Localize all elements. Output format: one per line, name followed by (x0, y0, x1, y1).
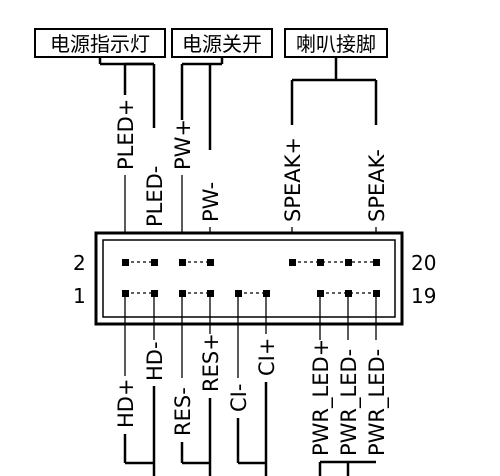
speak-plus-label: SPEAK+ (281, 137, 305, 222)
header-outer-frame (94, 231, 404, 326)
power-switch-label: 电源关开 (182, 32, 262, 56)
pled-plus-label: PLED+ (114, 99, 138, 170)
row-number-bottom-right: 19 (411, 284, 436, 308)
pwr-led-minus-label-2: PWR_LED- (365, 349, 390, 456)
top-bracket-lines (98, 57, 378, 150)
pwr-led-plus-label: PWR_LED+ (309, 339, 334, 456)
power-led-label: 电源指示灯 (50, 32, 150, 56)
row-number-bottom-left: 1 (73, 284, 86, 308)
pin (373, 259, 380, 266)
res-plus-label: RES+ (199, 333, 223, 392)
row-number-top-left: 2 (73, 251, 86, 275)
pled-minus-label: PLED- (143, 166, 167, 227)
pin (289, 259, 296, 266)
ci-plus-label: CI+ (255, 338, 279, 376)
pin (207, 259, 214, 266)
pw-plus-label: PW+ (171, 119, 195, 170)
header-inner-frame (102, 239, 396, 318)
pin (122, 259, 129, 266)
speak-minus-label: SPEAK- (365, 149, 389, 222)
pw-minus-label: PW- (199, 182, 223, 222)
pwr-led-minus-label-1: PWR_LED- (337, 349, 362, 456)
pin (151, 259, 158, 266)
bottom-pin-leads (124, 293, 377, 378)
pin (179, 259, 186, 266)
hd-minus-label: HD- (143, 341, 167, 381)
hd-plus-label: HD+ (114, 378, 138, 428)
top-pin-row (122, 259, 380, 266)
res-minus-label: RES- (171, 387, 195, 436)
bottom-bracket-lines (123, 382, 376, 476)
ci-minus-label: CI- (227, 384, 251, 412)
pin (317, 259, 324, 266)
speaker-label: 喇叭接脚 (296, 32, 376, 56)
pin (345, 259, 352, 266)
row-number-top-right: 20 (411, 251, 436, 275)
